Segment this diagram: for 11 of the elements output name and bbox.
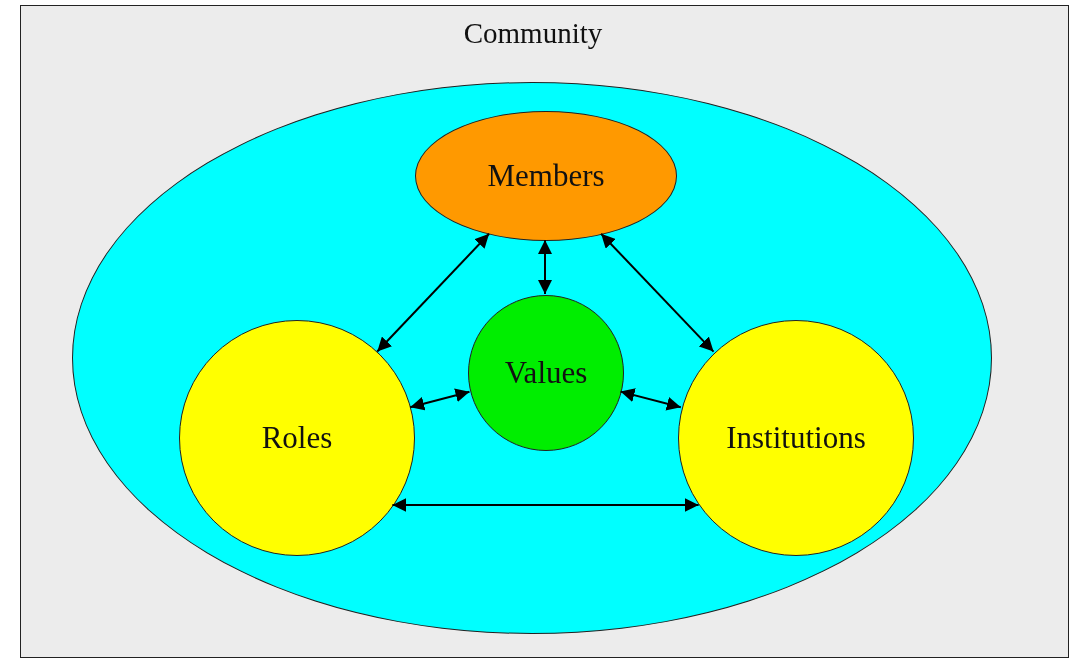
node-label: Values <box>504 355 588 391</box>
node-label: Roles <box>261 420 333 456</box>
double-arrow <box>376 232 491 353</box>
double-arrow <box>619 388 682 411</box>
double-arrow <box>600 232 715 353</box>
double-arrow <box>391 498 700 512</box>
node-label: Institutions <box>726 420 866 456</box>
double-arrow <box>538 239 552 295</box>
node-label: Members <box>487 158 605 194</box>
group-heading: Community <box>463 17 603 50</box>
double-arrow <box>409 388 471 411</box>
